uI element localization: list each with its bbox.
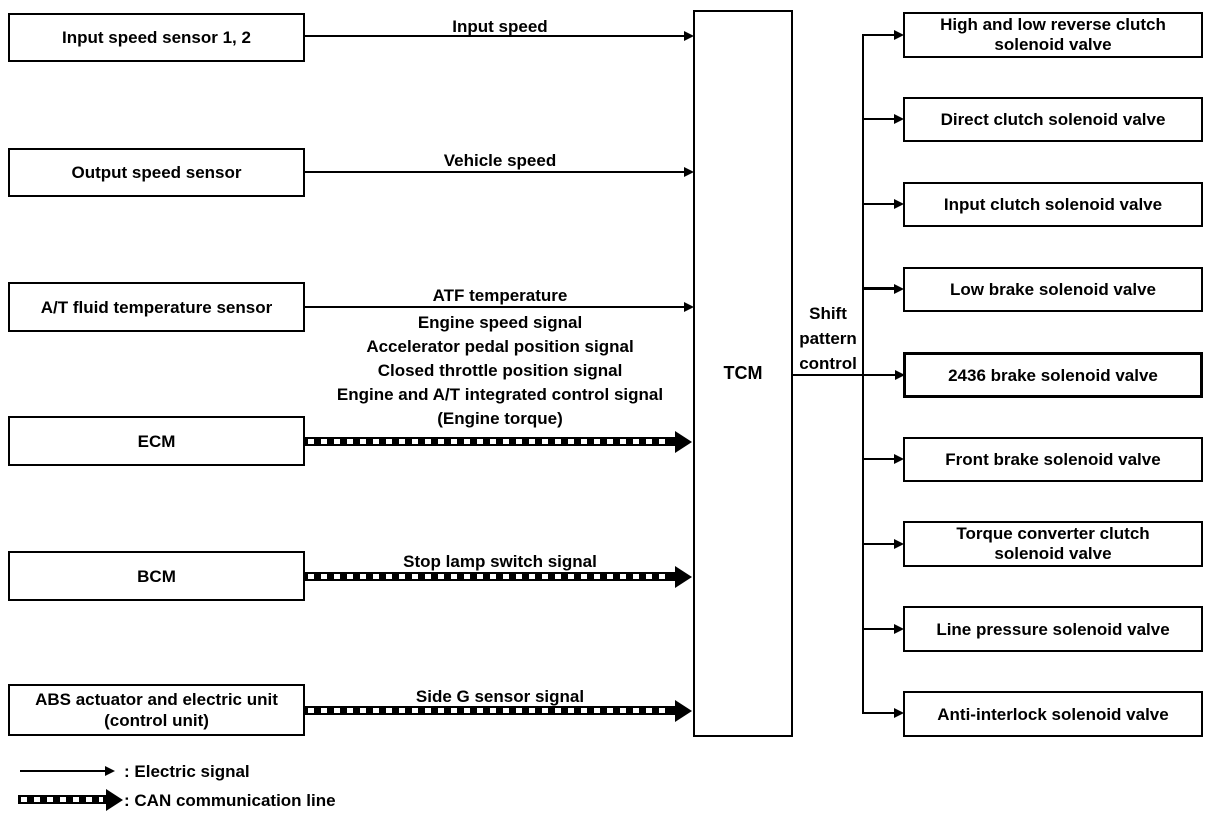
torque-converter-clutch-valve-box: Torque converter clutch solenoid valve (903, 521, 1203, 567)
branch-arrow-8 (864, 628, 894, 630)
can-arrow-ecm (305, 437, 675, 446)
side-g-signal-label: Side G sensor signal (415, 687, 585, 706)
output-speed-sensor-box: Output speed sensor (8, 148, 305, 197)
ecm-can-signals-label: Engine speed signal Accelerator pedal po… (336, 313, 664, 428)
legend-electric-arrow-icon (20, 770, 105, 772)
anti-interlock-valve-box: Anti-interlock solenoid valve (903, 691, 1203, 737)
input-speed-sensor-box: Input speed sensor 1, 2 (8, 13, 305, 62)
tcm-output-line (793, 374, 895, 376)
front-brake-valve-box: Front brake solenoid valve (903, 437, 1203, 482)
can-arrow-bcm (305, 572, 675, 581)
low-brake-valve-box: Low brake solenoid valve (903, 267, 1203, 312)
shift-pattern-control-label: Shift pattern control (799, 304, 857, 373)
branch-arrow-9 (864, 712, 894, 714)
legend-can-label: : CAN communication line (124, 791, 336, 810)
brake-2436-valve-box: 2436 brake solenoid valve (903, 352, 1203, 398)
tcm-box: TCM (693, 10, 793, 737)
branch-arrow-3 (864, 203, 894, 205)
legend-electric-label: : Electric signal (124, 762, 250, 781)
can-arrow-abs (305, 706, 675, 715)
stop-lamp-signal-label: Stop lamp switch signal (403, 552, 597, 571)
branch-arrow-6 (864, 458, 894, 460)
input-speed-signal-label: Input speed (452, 17, 548, 36)
abs-actuator-box: ABS actuator and electric unit (control … (8, 684, 305, 736)
input-clutch-valve-box: Input clutch solenoid valve (903, 182, 1203, 227)
electric-arrow-vehicle-speed (305, 171, 684, 173)
ecm-box: ECM (8, 416, 305, 466)
electric-arrow-input-speed (305, 35, 684, 37)
branch-arrow-4 (864, 287, 894, 290)
electric-arrow-atf-temp (305, 306, 684, 308)
vehicle-speed-signal-label: Vehicle speed (443, 151, 557, 170)
line-pressure-valve-box: Line pressure solenoid valve (903, 606, 1203, 652)
trunk-line (862, 34, 864, 714)
atf-temperature-signal-label: ATF temperature (432, 286, 568, 305)
bcm-box: BCM (8, 551, 305, 601)
at-fluid-temp-sensor-box: A/T fluid temperature sensor (8, 282, 305, 332)
branch-arrow-1 (864, 34, 894, 36)
direct-clutch-valve-box: Direct clutch solenoid valve (903, 97, 1203, 142)
high-low-reverse-clutch-valve-box: High and low reverse clutch solenoid val… (903, 12, 1203, 58)
branch-arrow-2 (864, 118, 894, 120)
legend-can-arrow-icon (18, 795, 106, 804)
branch-arrow-7 (864, 543, 894, 545)
